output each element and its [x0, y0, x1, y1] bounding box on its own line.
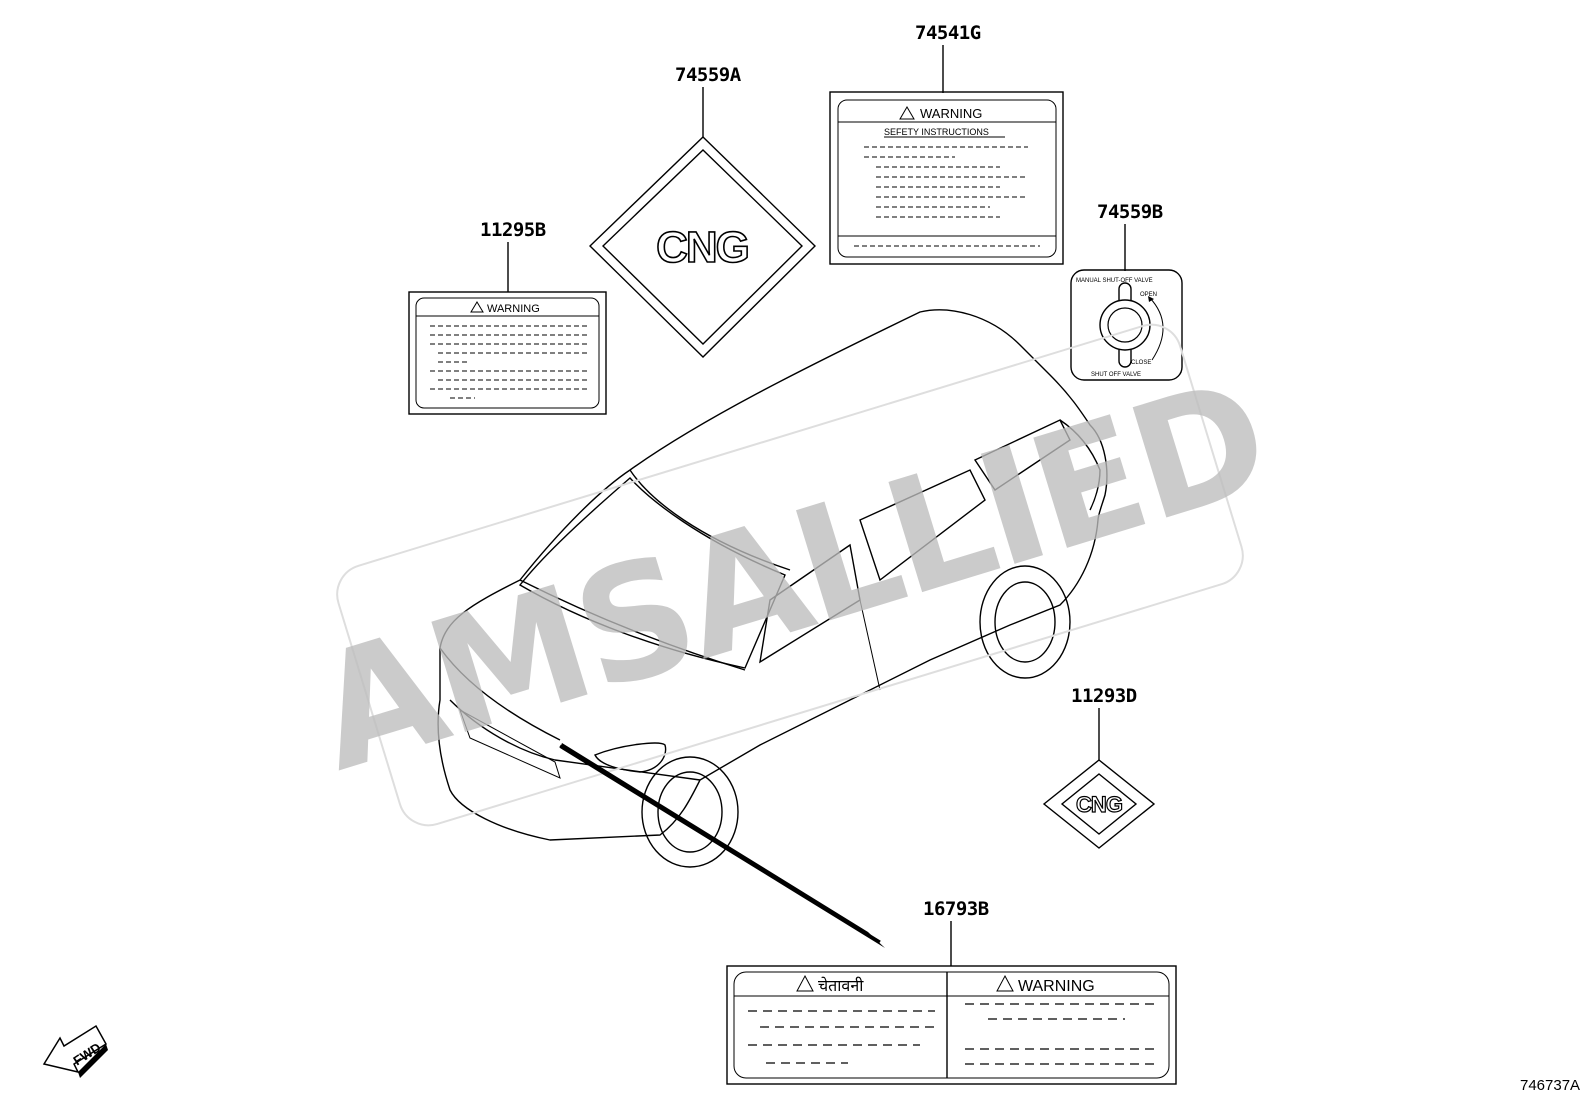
instruction-lines	[838, 146, 1056, 247]
part-number-11293d: 11293D	[1071, 685, 1137, 707]
warning-hindi-title: चेतावनी	[818, 976, 864, 995]
warning-sticker-inner	[733, 971, 1170, 1079]
part-number-74541g: 74541G	[915, 22, 981, 44]
label-74541g[interactable]: 74541G WARNING SEFETY INSTRUCTIONS	[829, 22, 1064, 265]
cng-text: CNG	[656, 223, 748, 272]
warning-triangle-icon	[470, 301, 484, 313]
label-74559a[interactable]: 74559A CNG	[588, 64, 816, 358]
fwd-arrow-icon: FWD	[42, 1024, 108, 1078]
part-number-74559b: 74559B	[1097, 201, 1163, 223]
valve-top-text: MANUAL SHUT-OFF VALVE	[1076, 278, 1153, 284]
rotation-arrow-icon	[1149, 297, 1164, 361]
instruction-lines	[430, 325, 590, 399]
label-11295b[interactable]: 11295B WARNING	[408, 219, 607, 415]
warning-sticker-inner	[415, 297, 600, 409]
cng-sticker-outline	[1042, 759, 1156, 849]
warning-triangle-icon	[899, 106, 915, 120]
cng-sticker-outline	[588, 136, 816, 358]
valve-sticker-outline	[1070, 269, 1183, 381]
label-16793b[interactable]: 16793B चेतावनी WARNING	[726, 898, 1177, 1085]
warning-title: WARNING	[487, 303, 540, 315]
warning-sticker-outline	[726, 965, 1177, 1085]
warning-sticker-inner	[837, 99, 1057, 258]
part-number-11295b: 11295B	[480, 219, 546, 241]
cng-text: CNG	[1076, 792, 1122, 817]
diagram-code: 746737A	[1520, 1077, 1580, 1094]
warning-title: WARNING	[920, 106, 982, 121]
part-number-16793b: 16793B	[923, 898, 989, 920]
instruction-lines	[748, 1003, 1155, 1065]
watermark: AMSALLIED	[295, 323, 1285, 827]
vehicle-outline	[437, 309, 1108, 868]
warning-triangle-icon	[996, 974, 1014, 992]
part-number-74559a: 74559A	[675, 64, 742, 86]
cng-sticker-inner	[601, 149, 804, 345]
cng-sticker-inner	[1060, 773, 1138, 835]
warning-english-title: WARNING	[1018, 978, 1095, 995]
warning-sticker-outline	[408, 291, 607, 415]
warning-sticker-outline	[829, 91, 1064, 265]
valve-open-text: OPEN	[1140, 292, 1157, 298]
valve-close-text: CLOSE	[1131, 360, 1151, 366]
label-11293d[interactable]: 11293D CNG	[1042, 685, 1156, 849]
warning-triangle-icon	[796, 974, 814, 992]
safety-instructions-title: SEFETY INSTRUCTIONS	[884, 127, 989, 137]
label-74559b[interactable]: 74559B MANUAL SHUT-OFF VALVE OPEN CLOSE …	[1070, 201, 1183, 381]
valve-bottom-text: SHUT OFF VALVE	[1091, 372, 1141, 378]
